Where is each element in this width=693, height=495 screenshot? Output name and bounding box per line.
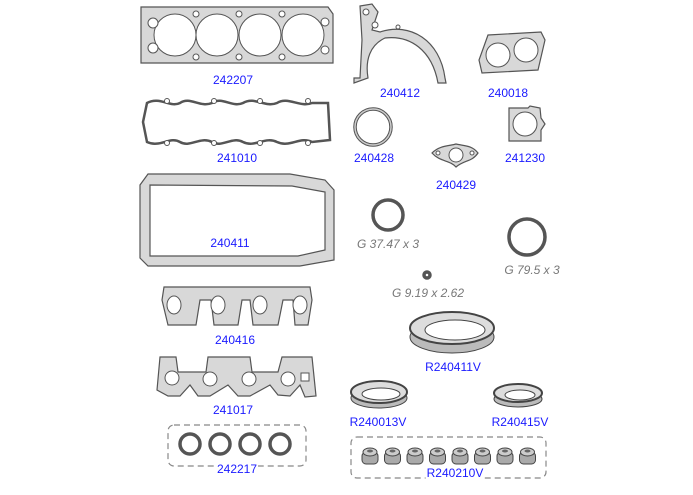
part-link-240429[interactable]: 240429 bbox=[434, 178, 478, 192]
valve-stem-seal bbox=[429, 447, 446, 465]
flange-gasket-240429[interactable] bbox=[431, 143, 479, 168]
oring-37-47 bbox=[371, 198, 405, 232]
oring-label-37-47: G 37.47 x 3 bbox=[356, 237, 420, 251]
part-link-240411[interactable]: 240411 bbox=[209, 236, 251, 250]
part-link-R240411V[interactable]: R240411V bbox=[424, 360, 482, 374]
valve-stem-seal bbox=[474, 447, 491, 465]
part-link-240428[interactable]: 240428 bbox=[352, 151, 396, 165]
oring-79-5 bbox=[507, 217, 547, 257]
valve-stem-seals-R240210V[interactable] bbox=[350, 436, 547, 479]
throttle-gasket-240018[interactable] bbox=[478, 31, 546, 74]
part-link-240412[interactable]: 240412 bbox=[378, 86, 422, 100]
valve-stem-seal bbox=[451, 447, 469, 465]
valve-stem-seal bbox=[519, 447, 536, 465]
ring-set-242217[interactable] bbox=[167, 424, 307, 467]
valve-cover-gasket-241010[interactable] bbox=[141, 98, 332, 146]
exhaust-manifold-gasket-241017[interactable] bbox=[156, 356, 317, 398]
head-gasket-242207[interactable] bbox=[140, 6, 334, 64]
oring-9-19 bbox=[422, 270, 432, 280]
oil-seal-R240013V[interactable] bbox=[350, 380, 408, 409]
gasket-241230[interactable] bbox=[508, 105, 546, 142]
part-link-R240210V[interactable]: R240210V bbox=[425, 466, 485, 480]
oil-seal-R240411V[interactable] bbox=[409, 311, 495, 354]
part-link-240018[interactable]: 240018 bbox=[486, 86, 530, 100]
oring-label-9-19: G 9.19 x 2.62 bbox=[391, 286, 465, 300]
part-link-242217[interactable]: 242217 bbox=[215, 462, 259, 476]
intake-manifold-gasket-240416[interactable] bbox=[161, 286, 313, 326]
part-link-241010[interactable]: 241010 bbox=[215, 151, 259, 165]
part-link-R240013V[interactable]: R240013V bbox=[348, 415, 408, 429]
valve-stem-seal bbox=[361, 447, 379, 465]
oring-label-79-5: G 79.5 x 3 bbox=[504, 263, 560, 277]
valve-stem-seal bbox=[496, 447, 514, 465]
valve-stem-seal bbox=[406, 447, 424, 465]
part-link-241017[interactable]: 241017 bbox=[211, 403, 255, 417]
part-link-R240415V[interactable]: R240415V bbox=[490, 415, 550, 429]
valve-stem-seal bbox=[384, 447, 401, 465]
oil-seal-R240415V[interactable] bbox=[493, 383, 543, 408]
part-link-242207[interactable]: 242207 bbox=[211, 73, 255, 87]
part-link-240416[interactable]: 240416 bbox=[213, 333, 257, 347]
ring-gasket-240428[interactable] bbox=[353, 107, 393, 147]
rear-cover-gasket-240412[interactable] bbox=[353, 3, 447, 84]
oil-pan-gasket-240411[interactable] bbox=[139, 173, 335, 267]
part-link-241230[interactable]: 241230 bbox=[503, 151, 547, 165]
